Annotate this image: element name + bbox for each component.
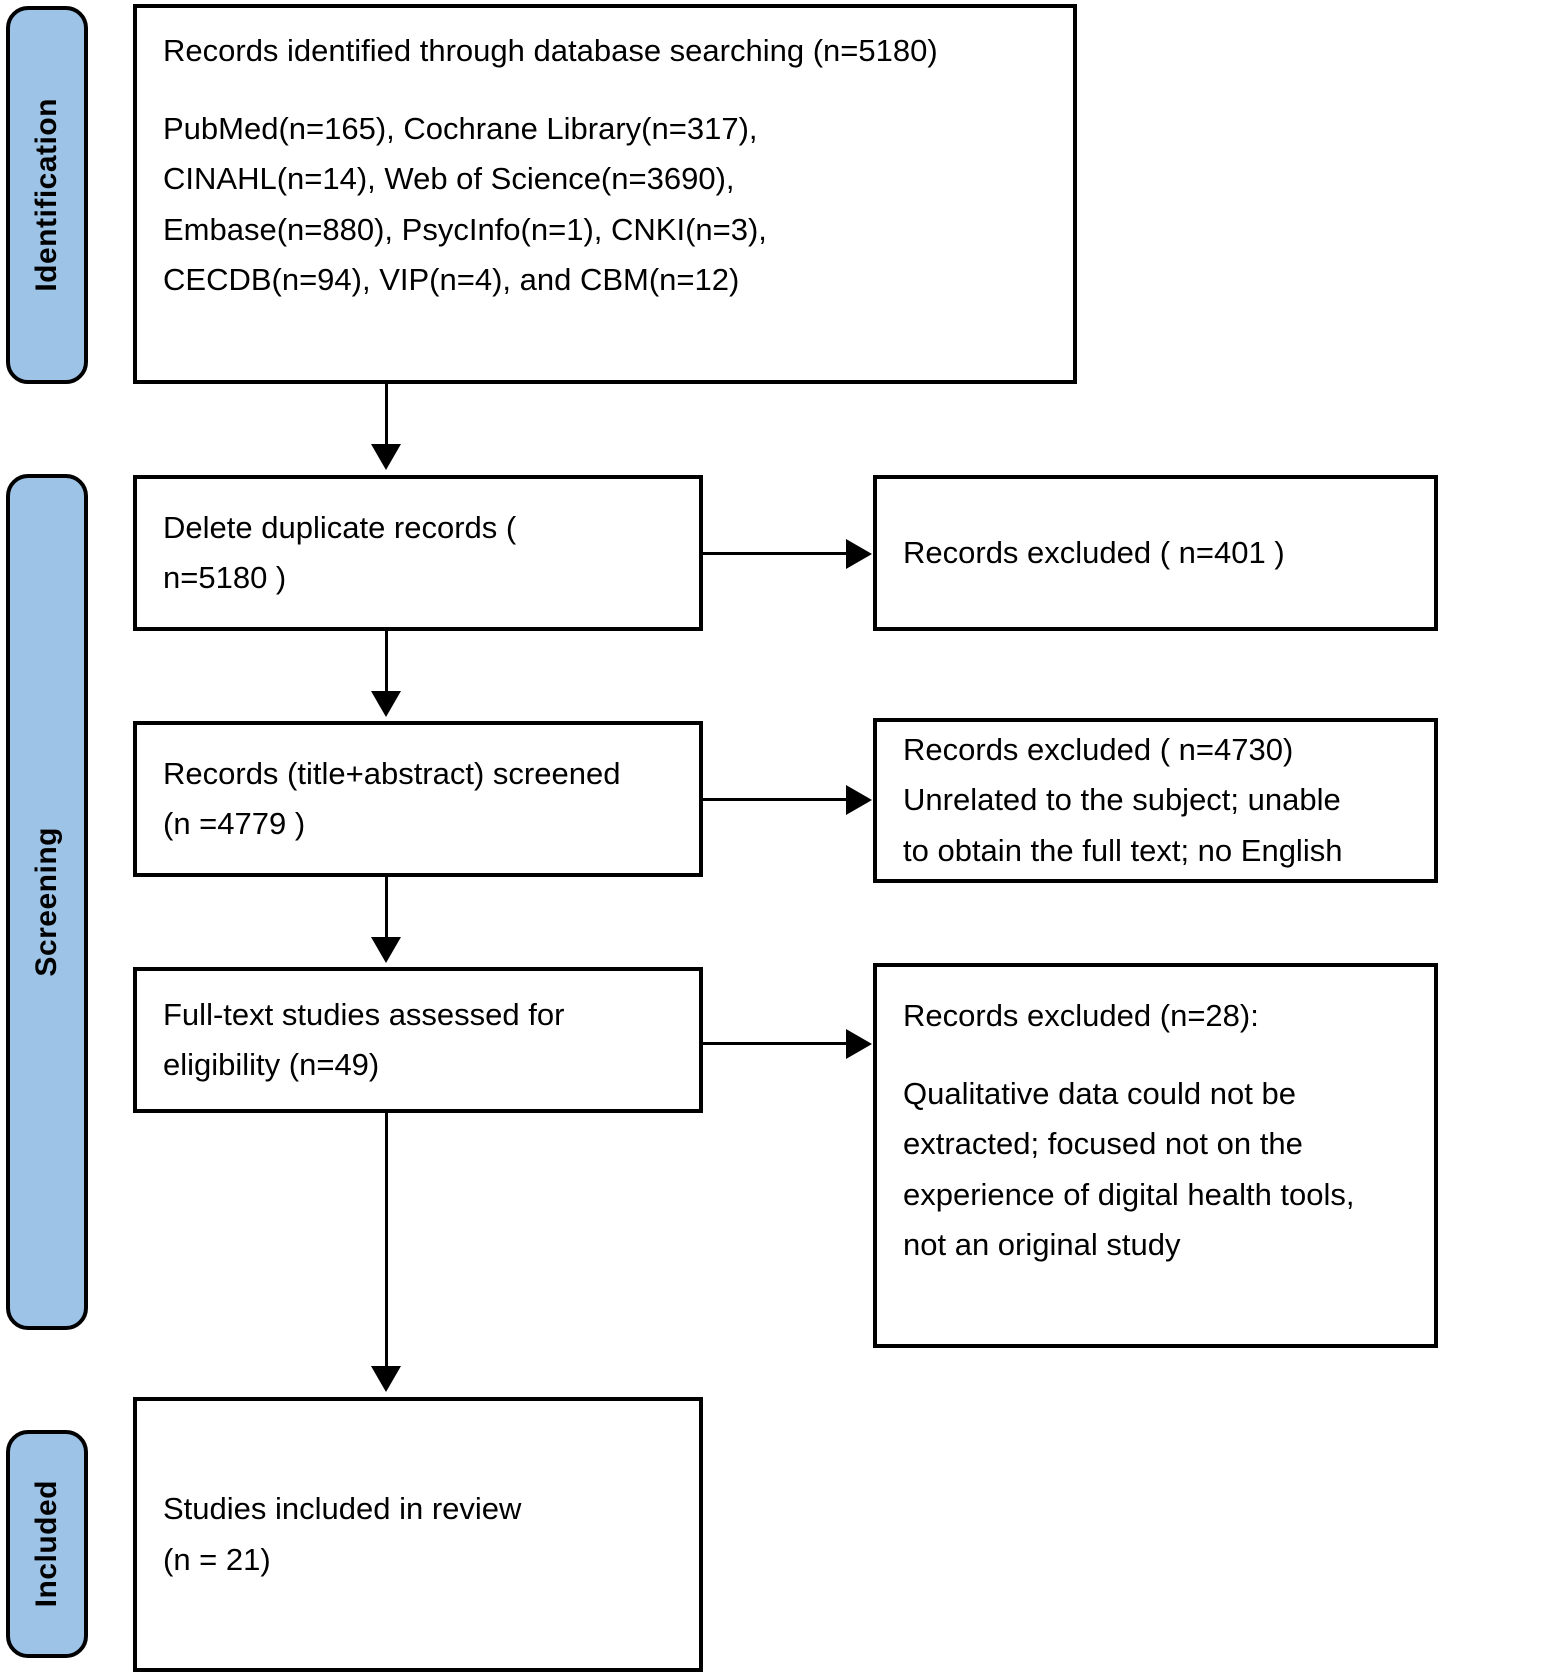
connector-identified-to-duplicates [385, 384, 388, 446]
arrowhead-duplicates-to-excluded [846, 539, 872, 569]
stage-label-identification: Identification [30, 98, 63, 292]
box-line: eligibility (n=49) [163, 1047, 380, 1082]
box-line: Records identified through database sear… [163, 33, 938, 68]
box-fulltext-assessed: Full-text studies assessed for eligibili… [133, 967, 703, 1113]
box-line: experience of digital health tools, [903, 1176, 1355, 1212]
connector-duplicates-to-screened [385, 631, 388, 693]
box-line: CECDB(n=94), VIP(n=4), and CBM(n=12) [163, 261, 740, 297]
arrowhead-duplicates-to-screened [371, 691, 401, 717]
box-line: extracted; focused not on the [903, 1126, 1303, 1162]
box-line: Embase(n=880), PsycInfo(n=1), CNKI(n=3), [163, 211, 767, 247]
box-line: PubMed(n=165), Cochrane Library(n=317), [163, 111, 758, 147]
stage-pill-identification: Identification [6, 6, 88, 384]
box-line: Records excluded ( n=401 ) [903, 534, 1285, 570]
box-line: to obtain the full text; no English [903, 832, 1343, 868]
box-line: n=5180 ) [163, 560, 287, 595]
stage-label-included: Included [30, 1480, 63, 1608]
connector-fulltext-to-included [385, 1113, 388, 1368]
box-records-identified: Records identified through database sear… [133, 4, 1077, 384]
box-line: (n = 21) [163, 1541, 271, 1577]
connector-duplicates-to-excluded [703, 552, 851, 555]
connector-screened-to-fulltext [385, 877, 388, 939]
box-line: not an original study [903, 1226, 1181, 1262]
box-line: Qualitative data could not be [903, 1076, 1296, 1112]
box-line: Unrelated to the subject; unable [903, 782, 1341, 818]
box-line-spacer [163, 76, 1047, 104]
box-line: (n =4779 ) [163, 806, 306, 841]
box-line: Full-text studies assessed for [163, 996, 565, 1032]
box-studies-included: Studies included in review (n = 21) [133, 1397, 703, 1672]
box-line: Records (title+abstract) screened [163, 755, 621, 791]
box-records-excluded-duplicates: Records excluded ( n=401 ) [873, 475, 1438, 631]
stage-pill-included: Included [6, 1430, 88, 1658]
arrowhead-identified-to-duplicates [371, 444, 401, 470]
arrowhead-screened-to-excluded [846, 785, 872, 815]
box-line: Delete duplicate records ( [163, 509, 517, 545]
arrowhead-screened-to-fulltext [371, 937, 401, 963]
box-delete-duplicate-records: Delete duplicate records ( n=5180 ) [133, 475, 703, 631]
box-line: Records excluded (n=28): [903, 998, 1259, 1033]
box-records-excluded-screened: Records excluded ( n=4730) Unrelated to … [873, 718, 1438, 883]
stage-label-screening: Screening [30, 827, 63, 977]
connector-fulltext-to-excluded [703, 1042, 851, 1045]
box-records-excluded-fulltext: Records excluded (n=28): Qualitative dat… [873, 963, 1438, 1348]
box-line: Records excluded ( n=4730) [903, 732, 1294, 768]
stage-pill-screening: Screening [6, 474, 88, 1330]
box-line-spacer [903, 1041, 1408, 1069]
box-records-screened: Records (title+abstract) screened (n =47… [133, 721, 703, 877]
box-line: Studies included in review [163, 1491, 522, 1527]
box-line: CINAHL(n=14), Web of Science(n=3690), [163, 161, 735, 197]
connector-screened-to-excluded [703, 798, 851, 801]
arrowhead-fulltext-to-excluded [846, 1029, 872, 1059]
arrowhead-fulltext-to-included [371, 1366, 401, 1392]
